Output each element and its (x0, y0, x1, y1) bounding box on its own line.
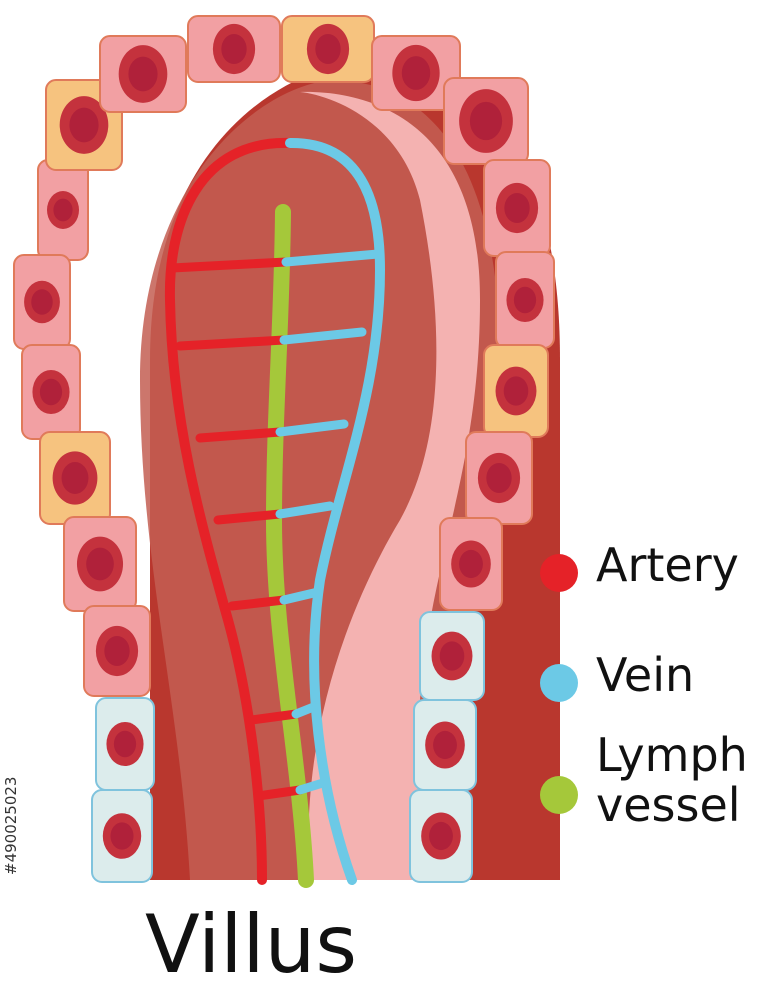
capillary-venous (295, 777, 331, 795)
cell-nucleus-core (31, 289, 53, 315)
epithelial-cell (281, 15, 375, 83)
cell-nucleus-core (221, 33, 247, 65)
cell-nucleus-core (459, 549, 483, 579)
capillary-arterial (227, 595, 289, 611)
legend-item-artery: Artery (540, 540, 776, 592)
epithelial-cell (91, 789, 153, 883)
legend-item-vein: Vein (540, 650, 776, 702)
capillary-venous (275, 419, 349, 437)
capillary-venous (291, 701, 321, 719)
legend-item-lymph-vessel: Lymph vessel (540, 730, 776, 830)
cell-nucleus-core (61, 462, 89, 494)
legend-dot-vein (540, 664, 578, 702)
epithelial-cell (465, 431, 533, 525)
epithelial-cell (39, 431, 111, 525)
legend-dot-artery (540, 554, 578, 592)
legend-label-vein: Vein (596, 648, 695, 702)
epithelial-cell (413, 699, 477, 791)
lymph-vessel (265, 204, 314, 888)
epithelial-cell (483, 159, 551, 257)
epithelial-cell (443, 77, 529, 165)
epithelial-cell (371, 35, 461, 111)
epithelial-cell (439, 517, 503, 611)
capillary-arterial (175, 335, 289, 351)
epithelial-cell (13, 254, 71, 350)
cell-nucleus-core (113, 730, 137, 758)
cell-nucleus-core (504, 192, 530, 224)
diagram-title: Villus (145, 898, 358, 991)
artery-main (164, 137, 295, 885)
epithelial-cell (495, 251, 555, 349)
cell-nucleus-core (469, 101, 503, 141)
cell-nucleus-core (486, 462, 512, 494)
blood-vessel-network (164, 137, 386, 888)
epithelial-cell (187, 15, 281, 83)
legend-label-lymph-vessel: Lymph vessel (596, 728, 748, 832)
epithelial-cell (483, 344, 549, 438)
epithelial-cell (409, 789, 473, 883)
vein-main (285, 137, 386, 885)
capillary-venous (279, 587, 323, 605)
cell-nucleus-core (401, 56, 431, 90)
cell-nucleus-core (433, 730, 457, 760)
villus-core-light-region (300, 91, 480, 881)
cell-nucleus-core (503, 376, 529, 406)
cell-nucleus-core (439, 641, 465, 671)
cell-nucleus-core (86, 547, 114, 581)
epithelial-cell (419, 611, 485, 701)
cell-nucleus-core (39, 378, 63, 406)
capillary-venous (275, 501, 335, 519)
capillary-venous (279, 327, 367, 345)
cell-nucleus-core (513, 286, 537, 314)
cell-nucleus-core (104, 635, 130, 667)
legend-dot-lymph (540, 776, 578, 814)
capillary-venous (281, 249, 383, 267)
cell-nucleus-core (128, 56, 158, 92)
epithelial-cell (99, 35, 187, 113)
capillary-arterial (195, 427, 285, 443)
capillary-arterial (247, 709, 301, 725)
epithelial-cell (63, 516, 137, 612)
legend-label-artery: Artery (596, 538, 739, 592)
epithelial-cell-layer (13, 15, 555, 883)
epithelial-cell (37, 159, 89, 261)
cell-nucleus-core (110, 822, 134, 850)
cell-nucleus-core (315, 33, 341, 65)
capillary-arterial (167, 257, 291, 273)
epithelial-cell (83, 605, 151, 697)
cell-nucleus-core (69, 107, 99, 143)
capillary-arterial (253, 785, 305, 801)
capillary-arterial (213, 509, 285, 525)
epithelial-cell (21, 344, 81, 440)
stock-id-text: #490025023 (2, 776, 20, 875)
cell-nucleus-core (53, 198, 73, 222)
cell-nucleus-core (429, 821, 453, 851)
epithelial-cell (95, 697, 155, 791)
